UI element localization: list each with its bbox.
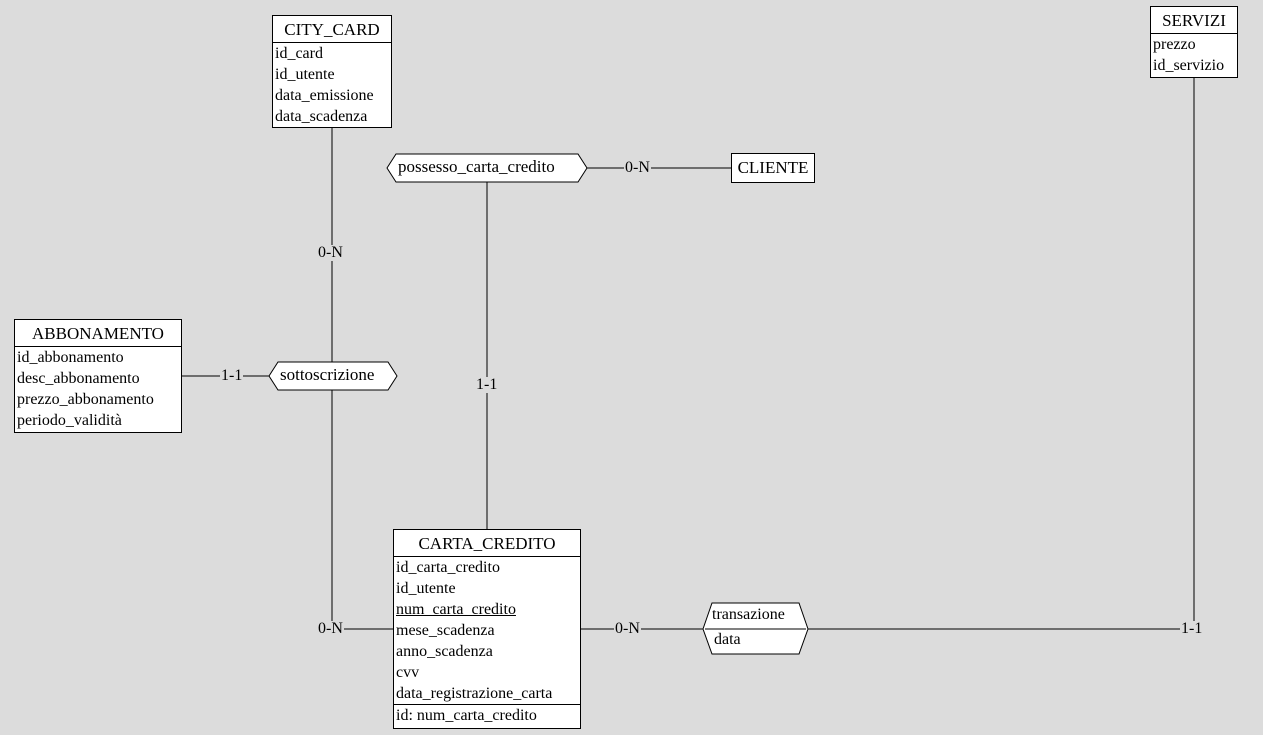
entity-title: CARTA_CREDITO	[394, 530, 580, 557]
entity-identifier: id: num_carta_credito	[394, 704, 580, 727]
attribute: id_servizio	[1153, 57, 1225, 74]
entity-title: SERVIZI	[1151, 7, 1237, 34]
relationship-attribute: data	[714, 631, 741, 648]
cardinality-servizi-transazione: 1-1	[1180, 620, 1204, 637]
cardinality-abbonamento-sottoscrizione: 1-1	[220, 367, 244, 384]
cardinality-carta-transazione: 0-N	[614, 620, 641, 637]
relationship-possesso-carta-credito[interactable]: possesso_carta_credito	[386, 153, 588, 183]
cardinality-citycard-sottoscrizione: 0-N	[317, 244, 344, 261]
attribute: periodo_validità	[17, 412, 122, 429]
attribute: id_card	[275, 45, 323, 62]
cardinality-cliente-possesso: 0-N	[624, 159, 651, 176]
attribute: mese_scadenza	[396, 622, 495, 639]
entity-servizi[interactable]: SERVIZI prezzo id_servizio	[1150, 6, 1238, 78]
attribute: anno_scadenza	[396, 643, 493, 660]
cardinality-carta-possesso: 1-1	[475, 376, 499, 393]
attribute: data_registrazione_carta	[396, 685, 553, 702]
attribute: data_emissione	[275, 87, 374, 104]
entity-carta-credito[interactable]: CARTA_CREDITO id_carta_credito id_utente…	[393, 529, 581, 729]
entity-abbonamento[interactable]: ABBONAMENTO id_abbonamento desc_abboname…	[14, 319, 182, 433]
attribute: cvv	[396, 664, 420, 681]
relationship-sottoscrizione[interactable]: sottoscrizione	[268, 361, 398, 391]
relationship-shape	[386, 153, 588, 183]
relationship-label: transazione	[712, 606, 785, 623]
attribute: desc_abbonamento	[17, 370, 140, 387]
attribute: id_utente	[275, 66, 335, 83]
relationship-shape	[702, 602, 809, 655]
entity-cliente[interactable]: CLIENTE	[731, 153, 815, 183]
cardinality-carta-sottoscrizione: 0-N	[317, 620, 344, 637]
entity-city-card[interactable]: CITY_CARD id_card id_utente data_emissio…	[272, 15, 392, 128]
relationship-shape	[268, 361, 398, 391]
relationship-transazione[interactable]: transazione data	[702, 602, 809, 655]
key-attribute: num_carta_credito	[396, 601, 516, 618]
entity-title: ABBONAMENTO	[15, 320, 181, 347]
relationship-label: possesso_carta_credito	[398, 157, 555, 176]
attribute: prezzo_abbonamento	[17, 391, 154, 408]
attribute: id_abbonamento	[17, 349, 124, 366]
relationship-label: sottoscrizione	[280, 365, 375, 384]
attribute: id_carta_credito	[396, 559, 500, 576]
attribute: data_scadenza	[275, 108, 368, 125]
entity-title: CITY_CARD	[273, 16, 391, 43]
entity-title: CLIENTE	[737, 158, 809, 177]
attribute: prezzo	[1153, 36, 1196, 53]
attribute: id_utente	[396, 580, 456, 597]
